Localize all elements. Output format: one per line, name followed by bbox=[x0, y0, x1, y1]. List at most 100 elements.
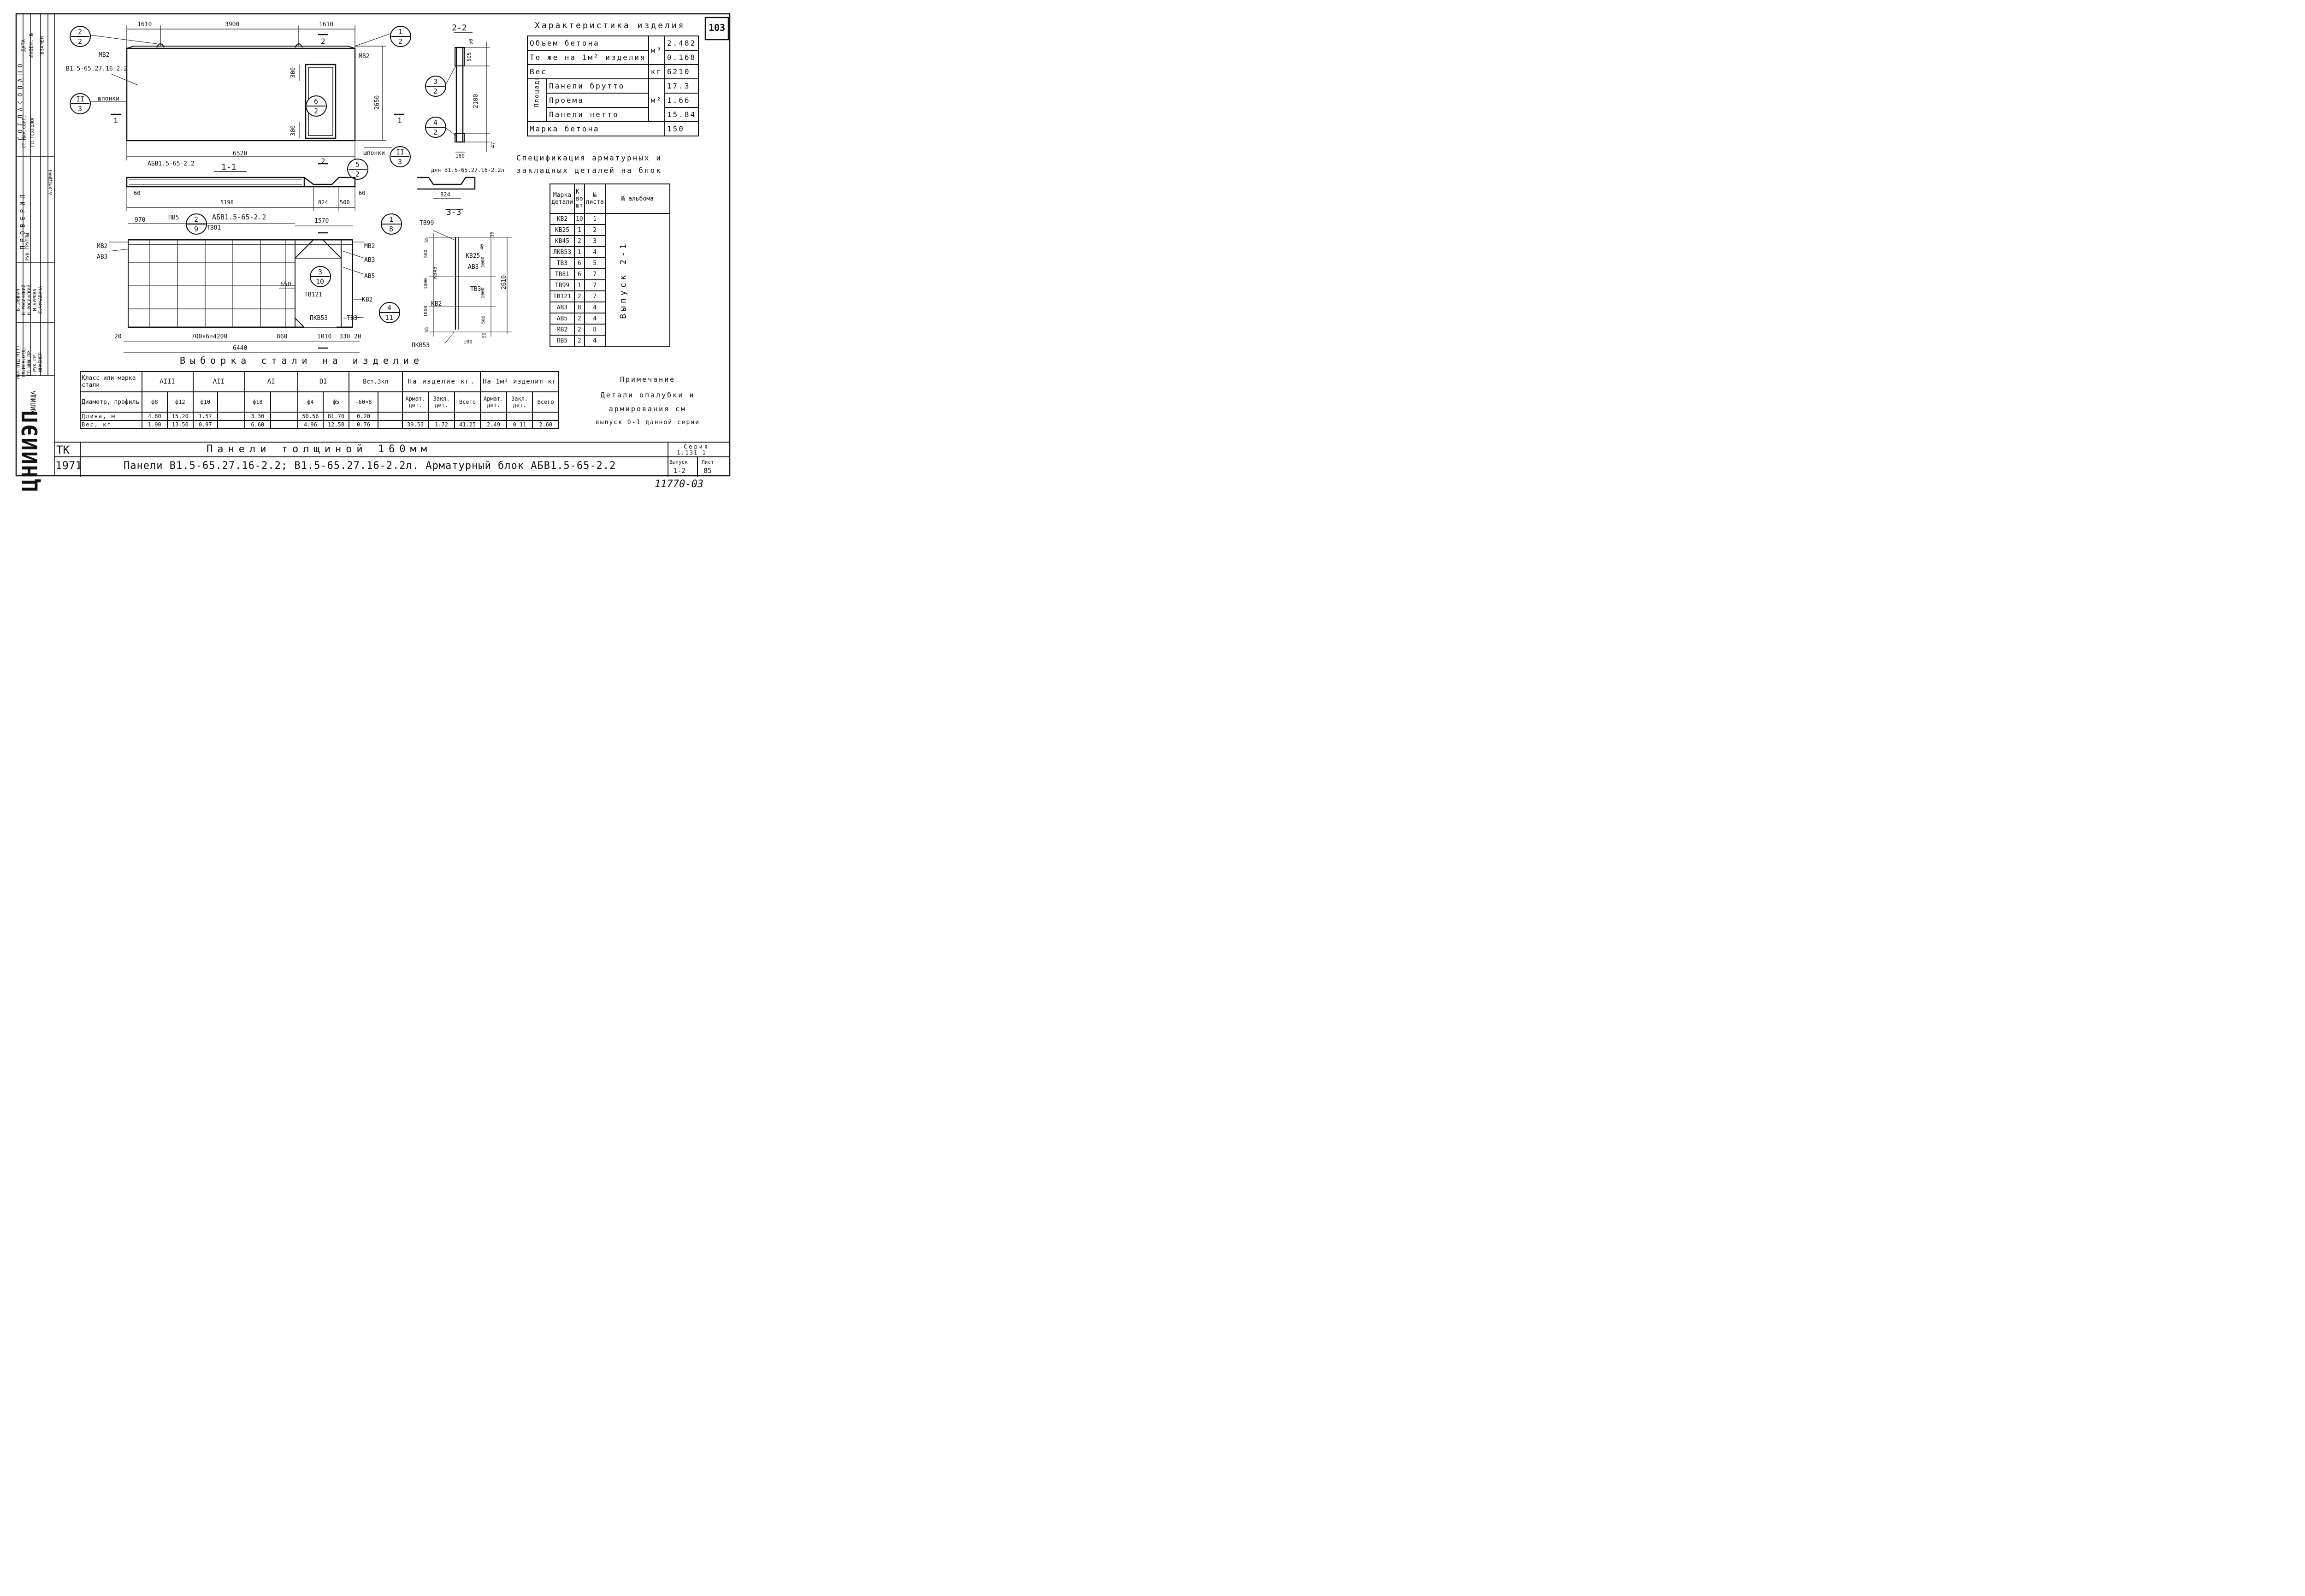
steel-diameter: ф4 bbox=[297, 391, 324, 413]
char-label: Марка бетона bbox=[527, 121, 665, 136]
callout-1-2-bot: 2 bbox=[398, 37, 403, 46]
steel-class: Вст.3кп bbox=[348, 371, 403, 392]
block-dim-20a: 20 bbox=[114, 333, 122, 340]
drawing-canvas bbox=[15, 13, 731, 477]
steel-class: АII bbox=[192, 371, 245, 392]
spec-cell: 2 bbox=[573, 335, 585, 347]
char-value: 1.66 bbox=[664, 93, 699, 108]
spec-cell: 7 bbox=[584, 279, 606, 291]
note-title: Примечание bbox=[620, 375, 676, 384]
side-dim-r-500: 500 bbox=[481, 315, 486, 324]
block-label-av5: АВ5 bbox=[364, 273, 375, 280]
steel-length: 15.20 bbox=[167, 412, 194, 421]
spec-cell: 2 bbox=[573, 235, 585, 247]
callout-3-2-bot: 2 bbox=[433, 87, 438, 95]
table-row: Площадь Панели брутто м² 17.3 bbox=[526, 78, 699, 122]
spec-cell: ТВ99 bbox=[550, 279, 575, 291]
side-dim-r-15: 15 bbox=[490, 231, 495, 237]
side-dim-r-55: 55 bbox=[482, 332, 487, 338]
callout-5-2-top: 5 bbox=[355, 160, 360, 169]
steel-subheader: Армат. дет. bbox=[480, 391, 507, 413]
table-row: То же на 1м² изделия 0.168 bbox=[527, 50, 699, 65]
spec-cell: 6 bbox=[573, 268, 585, 280]
table-row: Класс или марка стали АIII АII АI ВI Вст… bbox=[80, 371, 559, 392]
block-label-mv2-left: МВ2 bbox=[97, 243, 108, 250]
sec11-block-label: АБВ1.5-65-2.2 bbox=[148, 160, 195, 167]
sec11-dim-824: 824 bbox=[318, 199, 328, 206]
side-dim-r-40: 40 bbox=[479, 244, 485, 250]
callout-1-8-top: 1 bbox=[389, 215, 394, 224]
spec-cell: 4 bbox=[584, 246, 606, 258]
steel-weight: 4.96 bbox=[297, 420, 324, 429]
table-row: Панели нетто 15.84 bbox=[527, 107, 699, 122]
steel-weight-label: Вес, кг bbox=[80, 420, 142, 429]
area-label: Площадь bbox=[533, 79, 541, 107]
block-label-mv2-right: МВ2 bbox=[364, 243, 375, 250]
side-dim-bottom: 100 bbox=[463, 339, 473, 345]
sheet-frame bbox=[15, 13, 731, 477]
block-dim-650: 650 bbox=[280, 281, 291, 288]
steel-weight: 1.90 bbox=[141, 420, 168, 429]
spec-cell: ПВ5 bbox=[550, 335, 575, 347]
side-label-av3: АВ3 bbox=[468, 264, 479, 271]
side-dim-l-55b: 55 bbox=[424, 327, 430, 333]
spec-album: Выпуск 2-1 bbox=[618, 241, 628, 319]
side-dim-r-1000b: 1000 bbox=[480, 287, 486, 299]
callout-5-2-bot: 2 bbox=[355, 170, 360, 178]
spec-cell: МВ2 bbox=[550, 324, 575, 336]
block-dim-1010: 1010 bbox=[317, 333, 332, 340]
steel-total: 39.53 bbox=[402, 420, 429, 429]
side-label-tv3: ТВ3 bbox=[470, 286, 481, 293]
callout-2-2-top: 2 bbox=[78, 28, 83, 36]
side-label-tv99: ТВ99 bbox=[420, 220, 434, 227]
table-row: Диаметр, профиль ф8 ф12 ф10 ф18 ф4 ф5 -6… bbox=[80, 391, 559, 413]
note-line: выпуск 0-1 данной серии bbox=[595, 419, 700, 426]
note-line: армирования см bbox=[609, 405, 687, 413]
side-dim-l-1000a: 1000 bbox=[423, 278, 429, 290]
char-value: 15.84 bbox=[664, 107, 699, 122]
spec-header: № альбома bbox=[604, 183, 670, 214]
steel-subheader: Закл. дет. bbox=[506, 391, 533, 413]
tb-vline-3 bbox=[697, 457, 698, 477]
steel-subheader: Всего bbox=[454, 391, 481, 413]
characteristics-table: Объем бетона м³ 2.482 То же на 1м² издел… bbox=[526, 35, 699, 136]
block-label-tv121: ТВ121 bbox=[304, 291, 323, 298]
sec11-dim-60b: 60 bbox=[359, 190, 366, 196]
char-label: Вес bbox=[527, 64, 649, 79]
sec22-dim-160: 160 bbox=[455, 153, 465, 159]
callout-4-2-bot: 2 bbox=[433, 128, 438, 136]
callout-II-3b-bot: 3 bbox=[398, 158, 402, 166]
steel-weight bbox=[270, 420, 298, 429]
spec-cell: 6 bbox=[573, 257, 585, 269]
callout-6-2-top: 6 bbox=[314, 97, 319, 106]
side-label-kv2: КВ2 bbox=[431, 301, 442, 307]
side-dim-l-500: 500 bbox=[423, 249, 429, 258]
tb-sheet-label: Лист bbox=[702, 459, 714, 465]
spec-cell: 8 bbox=[584, 324, 606, 336]
tb-hline bbox=[54, 456, 730, 457]
char-label: То же на 1м² изделия bbox=[527, 50, 649, 65]
block-dim-330: 330 bbox=[339, 333, 350, 340]
spec-cell: КВ25 bbox=[550, 224, 575, 236]
char-unit: м² bbox=[648, 78, 665, 122]
spec-cell: ТВ3 bbox=[550, 257, 575, 269]
steel-diameter: ф8 bbox=[141, 391, 168, 413]
tb-series: 1.131-1 bbox=[677, 449, 707, 456]
steel-subheader: Закл. дет. bbox=[428, 391, 455, 413]
side-label-pkv53: ПКВ53 bbox=[412, 342, 430, 349]
steel-weight: 6.60 bbox=[244, 420, 272, 429]
spec-cell: 2 bbox=[573, 290, 585, 302]
spec-cell: 4 bbox=[584, 335, 606, 347]
drawing-labels: 1610 3900 1610 МВ2 В1.5-65.27.16-2.2 шпо… bbox=[0, 0, 738, 495]
label-panel-name: В1.5-65.27.16-2.2 bbox=[66, 65, 128, 72]
dim-height: 2650 bbox=[374, 95, 381, 110]
section-3-3-title: 3-3 bbox=[446, 207, 461, 217]
characteristics-title: Характеристика изделия bbox=[535, 21, 686, 30]
block-title: АБВ1.5-65-2.2 bbox=[212, 213, 266, 221]
spec-cell: 8 bbox=[573, 301, 585, 313]
